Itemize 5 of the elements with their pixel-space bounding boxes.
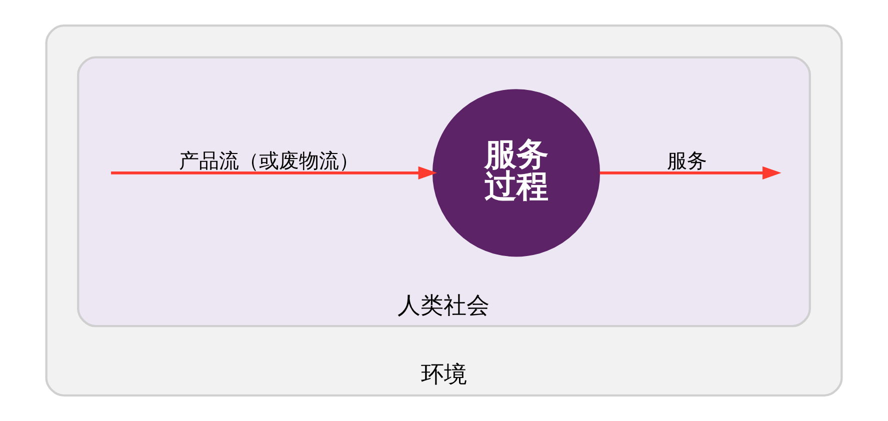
arrow bbox=[111, 166, 438, 180]
arrow bbox=[600, 166, 782, 180]
edge-label: 服务 bbox=[667, 148, 708, 172]
node-circle: 服务过程 bbox=[432, 89, 600, 257]
edge-label: 产品流（或废物流） bbox=[178, 148, 359, 172]
